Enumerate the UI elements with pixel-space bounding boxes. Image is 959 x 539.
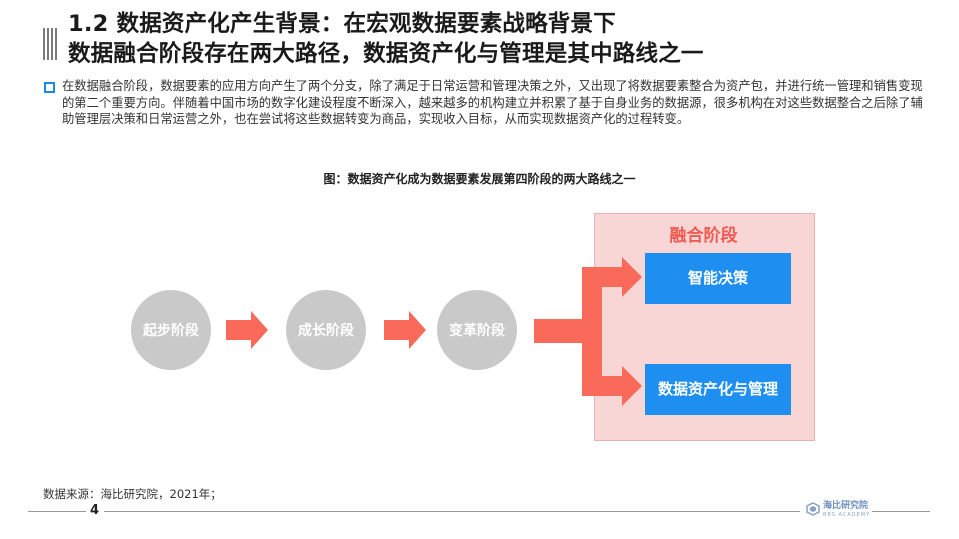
fusion-stage-label: 融合阶段	[669, 226, 738, 246]
data-source-note: 数据来源：海比研究院，2021年；	[43, 487, 222, 501]
title-decoration	[43, 28, 59, 60]
branch-data-assetization: 数据资产化与管理	[645, 364, 791, 415]
stage-circle-start: 起步阶段	[131, 290, 211, 370]
footer-divider-right	[872, 511, 930, 512]
stage-circle-transform: 变革阶段	[437, 290, 517, 370]
intro-paragraph: 在数据融合阶段，数据要素的应用方向产生了两个分支，除了满足于日常运营和管理决策之…	[62, 79, 923, 126]
page-number: 4	[90, 503, 100, 518]
logo-hexagon-icon	[806, 502, 820, 516]
arrow-right-icon	[384, 311, 426, 349]
logo: 海比研究院 BBS ACADEMY	[823, 502, 870, 520]
page-title-line-2: 数据融合阶段存在两大路径，数据资产化与管理是其中路线之一	[68, 41, 704, 67]
arrow-right-icon	[226, 311, 268, 349]
page-title-line-1: 1.2 数据资产化产生背景：在宏观数据要素战略背景下	[68, 11, 616, 37]
bullet-square-icon	[44, 82, 55, 93]
logo-subtext: BBS ACADEMY	[823, 512, 871, 518]
footer-divider-left	[28, 511, 86, 512]
branch-arrow-icon	[534, 257, 642, 406]
stage-circle-growth: 成长阶段	[286, 290, 366, 370]
logo-text: 海比研究院	[823, 501, 869, 511]
branch-smart-decision: 智能决策	[645, 253, 791, 304]
figure-title: 图：数据资产化成为数据要素发展第四阶段的两大路线之一	[323, 172, 636, 186]
footer-divider-mid	[104, 511, 800, 512]
